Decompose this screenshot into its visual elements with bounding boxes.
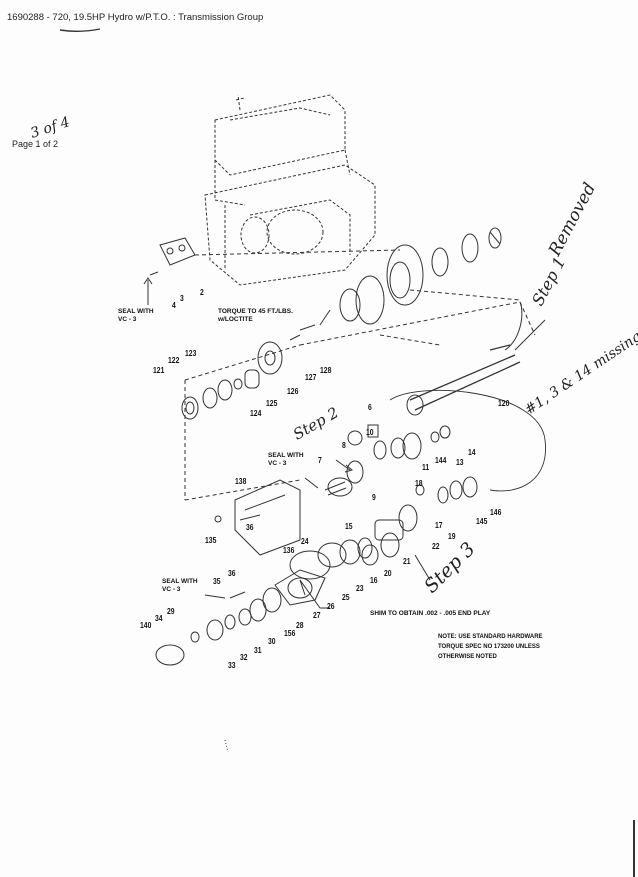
part-number: 120 [498,398,510,408]
part-number: 14 [468,447,476,457]
part-number: 125 [266,398,278,408]
part-number: 145 [476,516,488,526]
part-number: 25 [342,592,350,602]
document-header: 1690288 - 720, 19.5HP Hydro w/P.T.O. : T… [7,12,264,23]
part-number: 19 [448,531,456,541]
part-number: 6 [368,402,372,412]
part-number: 17 [435,520,443,530]
part-number: 126 [287,386,299,396]
part-number: 138 [235,476,247,486]
part-number: 32 [240,652,248,662]
callout-seal-vc3-upper: SEAL WITH VC - 3 [118,308,154,323]
part-number: 26 [327,601,335,611]
part-number: 21 [403,556,411,566]
part-number: 16 [370,575,378,585]
part-number: 128 [320,365,332,375]
part-number: 127 [305,372,317,382]
hardware-note: NOTE: USE STANDARD HARDWARE TORQUE SPEC … [438,634,543,660]
part-number: 4 [172,300,176,310]
part-number: 135 [205,535,217,545]
callout-seal-vc3-middle: SEAL WITH VC - 3 [268,452,304,467]
callout-torque: TORQUE TO 45 FT./LBS. w/LOCTITE [218,308,293,323]
part-number: 24 [301,536,309,546]
part-number: 11 [422,462,430,472]
part-number: 156 [284,628,296,638]
part-number: 33 [228,660,236,670]
part-number: 29 [167,606,175,616]
part-number: 18 [415,478,423,488]
part-number: 124 [250,408,262,418]
part-number: 27 [313,610,321,620]
part-number: 8 [342,440,346,450]
part-number: 122 [168,355,180,365]
part-number: 136 [283,545,295,555]
part-number: 10 [366,427,374,437]
part-number: 36 [246,522,254,532]
part-number: 34 [155,613,163,623]
part-number: 15 [345,521,353,531]
callout-shim: SHIM TO OBTAIN .002 - .005 END PLAY [370,610,491,617]
part-number: 3 [180,293,184,303]
page-number: Page 1 of 2 [12,139,59,149]
callout-seal-vc3-lower: SEAL WITH VC - 3 [162,578,198,593]
part-number: 23 [356,583,364,593]
part-number: 30 [268,636,276,646]
scan-edge-mark [633,820,635,877]
part-number: 9 [372,492,376,502]
part-number: 2 [200,287,204,297]
part-number: 20 [384,568,392,578]
part-number: 13 [456,457,464,467]
part-number: 7 [318,455,322,465]
part-number: 35 [213,576,221,586]
part-number: 28 [296,620,304,630]
part-number: 140 [140,620,152,630]
part-number: 144 [435,455,447,465]
part-number: 22 [432,541,440,551]
part-number: 36 [228,568,236,578]
part-number: 121 [153,365,165,375]
part-number: 146 [490,507,502,517]
part-number: 123 [185,348,197,358]
part-number: 31 [254,645,262,655]
housing-outline [204,94,376,286]
